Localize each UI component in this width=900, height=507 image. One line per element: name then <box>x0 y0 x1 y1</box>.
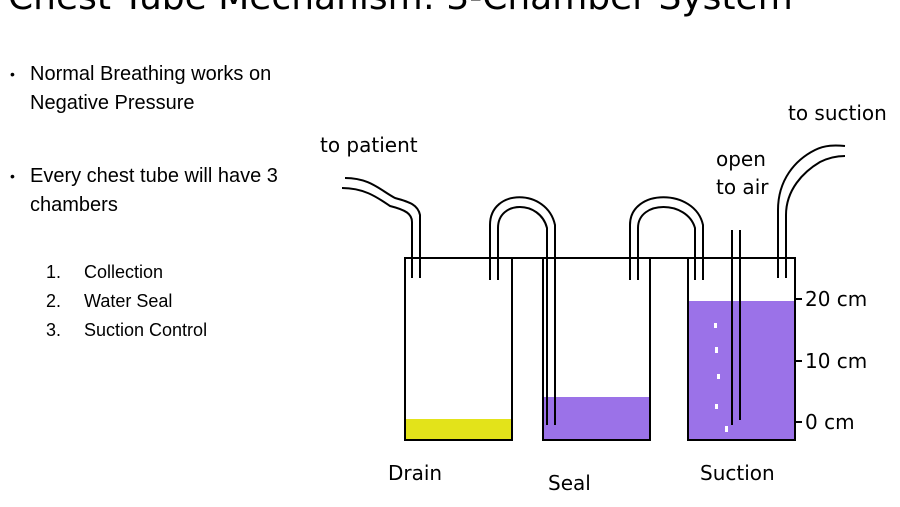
air-bubbles <box>714 323 728 432</box>
drain-chamber <box>404 257 513 441</box>
list-label: Suction Control <box>84 320 208 340</box>
scale-label-20: 20 cm <box>805 287 867 311</box>
bullet-item: • Every chest tube will have 3 chambers <box>10 162 300 220</box>
chest-tube-diagram: to patient to suction open to air 20 cm … <box>320 101 887 495</box>
patient-tube-inner <box>341 187 413 278</box>
scale-label-10: 10 cm <box>805 349 867 373</box>
suction-water <box>689 301 794 439</box>
seal-label: Seal <box>548 471 591 495</box>
bullet-text: Normal Breathing works on Negative Press… <box>30 63 272 114</box>
connector-seal-suction-outer <box>629 196 704 280</box>
open-to-air-label-line2: to air <box>716 175 769 199</box>
connector-drain-seal-outer <box>489 196 556 425</box>
to-suction-label: to suction <box>788 101 887 125</box>
suction-label: Suction <box>700 461 775 485</box>
bullet-dot-icon: • <box>10 168 15 184</box>
connector-seal-suction-inner <box>637 206 696 280</box>
bullet-text: Every chest tube will have 3 chambers <box>30 165 278 216</box>
list-number: 3. <box>46 320 62 340</box>
drain-fluid <box>406 419 511 439</box>
suction-tube-inner <box>785 155 846 278</box>
slide-title: Chest Tube Mechanism: 3-Chamber System <box>8 0 888 18</box>
suction-chamber <box>687 257 796 441</box>
list-label: Collection <box>84 262 164 282</box>
seal-chamber <box>542 257 651 441</box>
seal-water <box>544 397 649 439</box>
bullet-item: • Normal Breathing works on Negative Pre… <box>10 60 300 118</box>
suction-tube-outer <box>777 144 846 278</box>
scale-label-0: 0 cm <box>805 410 855 434</box>
drain-label: Drain <box>388 461 442 485</box>
list-label: Water Seal <box>84 291 173 311</box>
connector-drain-seal-inner <box>497 206 548 425</box>
open-to-air-label-line1: open <box>716 147 766 171</box>
bullet-dot-icon: • <box>10 66 15 82</box>
bullet-list: • Normal Breathing works on Negative Pre… <box>10 60 300 264</box>
patient-tube-outer <box>344 177 421 278</box>
list-number: 2. <box>46 291 62 311</box>
list-number: 1. <box>46 262 62 282</box>
to-patient-label: to patient <box>320 133 418 157</box>
